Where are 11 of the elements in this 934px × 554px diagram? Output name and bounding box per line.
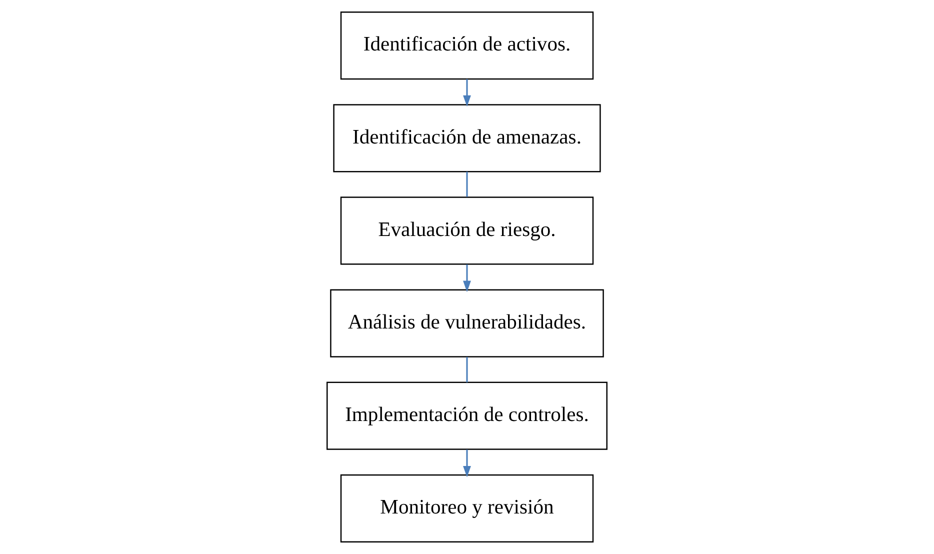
connector (466, 357, 468, 382)
arrow (463, 450, 471, 478)
node-box: Identificación de activos. (340, 12, 594, 80)
arrow (463, 264, 471, 292)
node-box: Análisis de vulnerabilidades. (330, 289, 604, 358)
connector (466, 172, 468, 197)
node-box: Monitoreo y revisión (340, 474, 594, 542)
node-box: Implementación de controles. (326, 382, 608, 450)
arrow (463, 79, 471, 107)
node-box: Identificación de amenazas. (333, 104, 601, 172)
node-box: Evaluación de riesgo. (340, 196, 594, 265)
